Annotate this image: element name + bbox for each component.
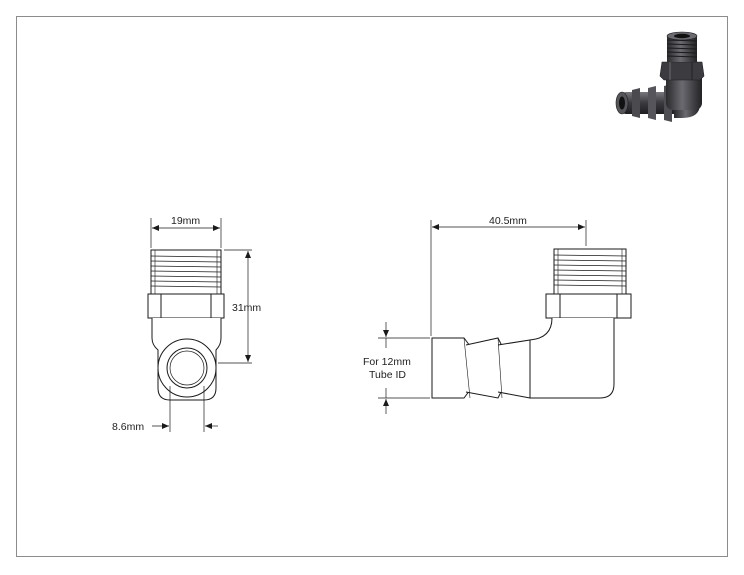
dim-label-tube-line2: Tube ID — [369, 369, 406, 381]
front-view — [147, 249, 225, 401]
thumbnail-3d-render — [615, 31, 705, 122]
dim-label-length: 40.5mm — [489, 215, 527, 227]
dim-label-bore: 8.6mm — [112, 421, 144, 433]
dim-label-height: 31mm — [232, 302, 261, 314]
side-view — [431, 248, 632, 399]
dim-label-tube-line1: For 12mm — [363, 356, 411, 368]
side-view-dimensions — [378, 220, 587, 414]
sheet-border — [16, 16, 728, 557]
front-view-dimensions — [150, 218, 252, 432]
dim-label-width: 19mm — [171, 215, 200, 227]
